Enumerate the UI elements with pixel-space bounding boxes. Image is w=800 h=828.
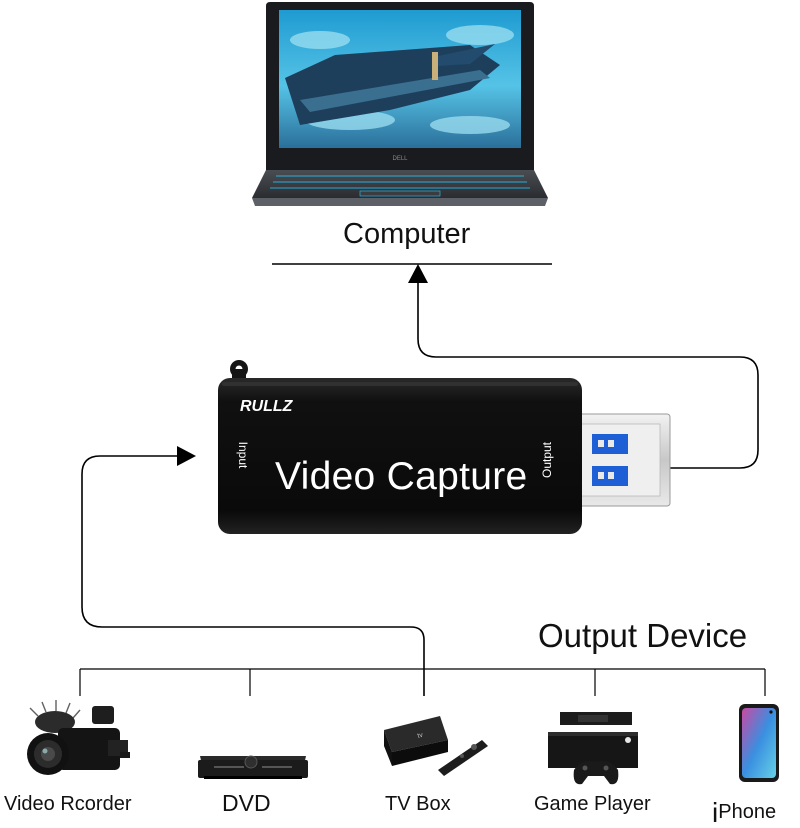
arrow-to-computer-icon (408, 264, 428, 283)
capture-brand-label: RULLZ (240, 398, 293, 415)
device-label-tv-box: TV Box (385, 793, 451, 815)
tv-box-icon: tv (384, 716, 488, 776)
output-device-title: Output Device (538, 617, 748, 654)
device-bus-lines (79, 668, 766, 696)
laptop-brand-logo: DELL (392, 156, 408, 162)
camcorder-icon (27, 700, 130, 775)
computer-label: Computer (343, 218, 471, 250)
output-port-label: Output (540, 441, 554, 479)
device-label-phone: iPhone (712, 793, 777, 828)
device-label-phone-prefix: i (712, 797, 719, 828)
device-label-phone-text: Phone (718, 801, 777, 823)
laptop-icon: DELL (252, 2, 548, 206)
usb-plug-icon (574, 413, 671, 507)
svg-text:tv: tv (417, 732, 424, 740)
video-capture-device (218, 360, 671, 534)
arrow-to-capture-icon (177, 446, 196, 466)
device-label-video-recorder: Video Rcorder (4, 793, 132, 815)
game-console-icon (548, 712, 638, 785)
input-port-label: Input (236, 441, 250, 469)
capture-device-name: Video Capture (275, 455, 528, 498)
device-label-dvd: DVD (222, 790, 271, 816)
input-connection-line (81, 455, 425, 696)
device-label-game-player: Game Player (534, 793, 651, 815)
smartphone-icon (739, 704, 779, 782)
output-connection-line (417, 278, 759, 469)
dvd-player-icon (198, 755, 308, 779)
